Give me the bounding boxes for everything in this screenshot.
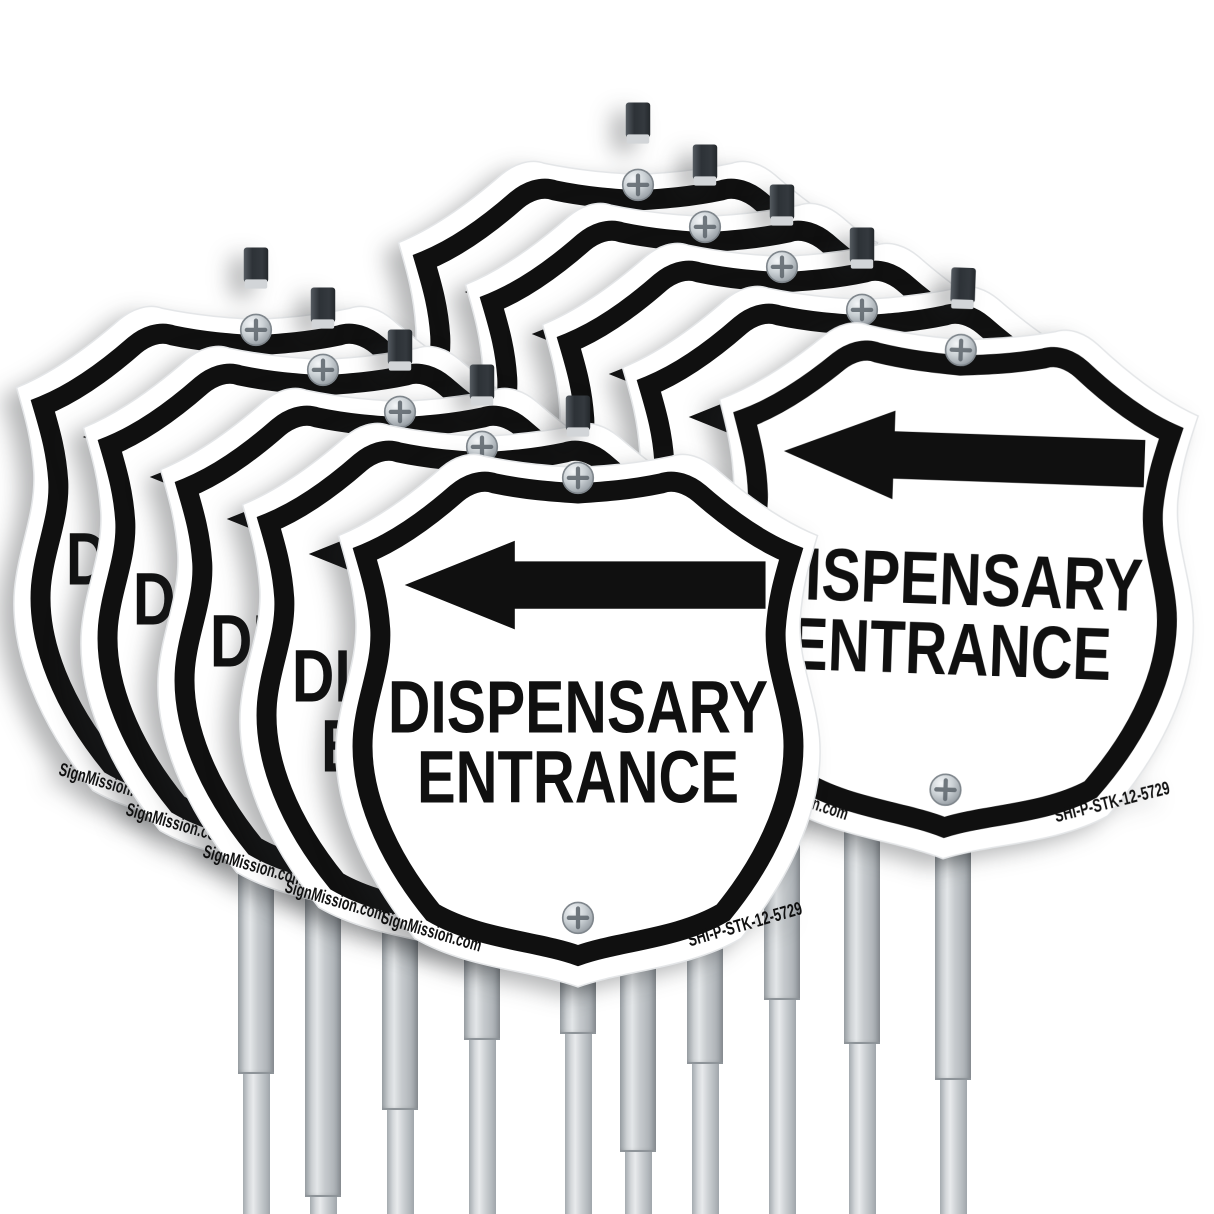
top-screw: [383, 395, 417, 429]
mounting-clip: [565, 395, 591, 437]
sign-text-line2: ENTRANCE: [788, 601, 1113, 696]
stake-lower-section: [386, 1110, 414, 1214]
mounting-clip: [469, 364, 495, 406]
sign-text-line2: ENTRANCE: [417, 735, 739, 818]
top-screw: [306, 353, 340, 387]
stake-lower-section: [691, 1064, 719, 1214]
stake-lower-section: [564, 1034, 592, 1214]
sign-face: DISPENSARY ENTRANCE SignMission.com SHI-…: [708, 322, 1200, 860]
left-arrow-icon: [404, 540, 766, 630]
stake-upper-section: [382, 907, 418, 1110]
top-screw: [621, 168, 655, 202]
stake-lower-section: [242, 1074, 270, 1214]
stake-lower-section: [468, 1040, 496, 1214]
shield-sign-back-5: DISPENSARY ENTRANCE SignMission.com SHI-…: [708, 267, 1200, 860]
stake-upper-section: [935, 845, 971, 1080]
ground-stake: [844, 805, 880, 1214]
stake-lower-section: [848, 1044, 876, 1214]
top-screw: [561, 461, 595, 495]
clip-lip: [470, 396, 494, 406]
ground-stake: [382, 907, 418, 1214]
clip-lip: [951, 299, 974, 310]
stake-lower-section: [624, 1152, 652, 1214]
mounting-clip: [692, 144, 718, 186]
mounting-clip: [950, 267, 976, 310]
sign-text-line1: DISPENSARY: [388, 665, 768, 748]
ground-stake: [560, 973, 596, 1214]
clip-lip: [850, 259, 874, 269]
clip-lip: [311, 319, 335, 329]
mounting-clip: [310, 287, 336, 329]
stake-lower-section: [939, 1080, 967, 1214]
top-screw: [688, 210, 722, 244]
sign-face: DISPENSARY ENTRANCE SignMission.com SHI-…: [335, 453, 821, 988]
mounting-clip: [243, 247, 269, 289]
mounting-clip: [849, 227, 875, 269]
top-screw: [765, 250, 799, 284]
bottom-screw: [561, 901, 595, 935]
clip-lip: [770, 216, 794, 226]
bottom-screw: [929, 773, 962, 806]
clip-lip: [566, 427, 590, 437]
clip-lip: [244, 279, 268, 289]
clip-lip: [388, 361, 412, 371]
top-screw: [239, 313, 273, 347]
sign-text-line1: DISPENSARY: [761, 530, 1144, 627]
stake-upper-section: [844, 805, 880, 1044]
mounting-clip: [769, 184, 795, 226]
clip-lip: [693, 176, 717, 186]
shield-sign-front-5: DISPENSARY ENTRANCE SignMission.com SHI-…: [335, 395, 821, 988]
stake-lower-section: [309, 1197, 337, 1214]
ground-stake: [305, 865, 341, 1214]
ground-stake: [935, 845, 971, 1214]
stake-upper-section: [305, 865, 341, 1197]
stake-lower-section: [768, 1000, 796, 1214]
mounting-clip: [387, 329, 413, 371]
left-arrow-icon: [783, 410, 1146, 500]
mounting-clip: [625, 102, 651, 144]
clip-lip: [626, 134, 650, 144]
top-screw: [944, 333, 977, 367]
